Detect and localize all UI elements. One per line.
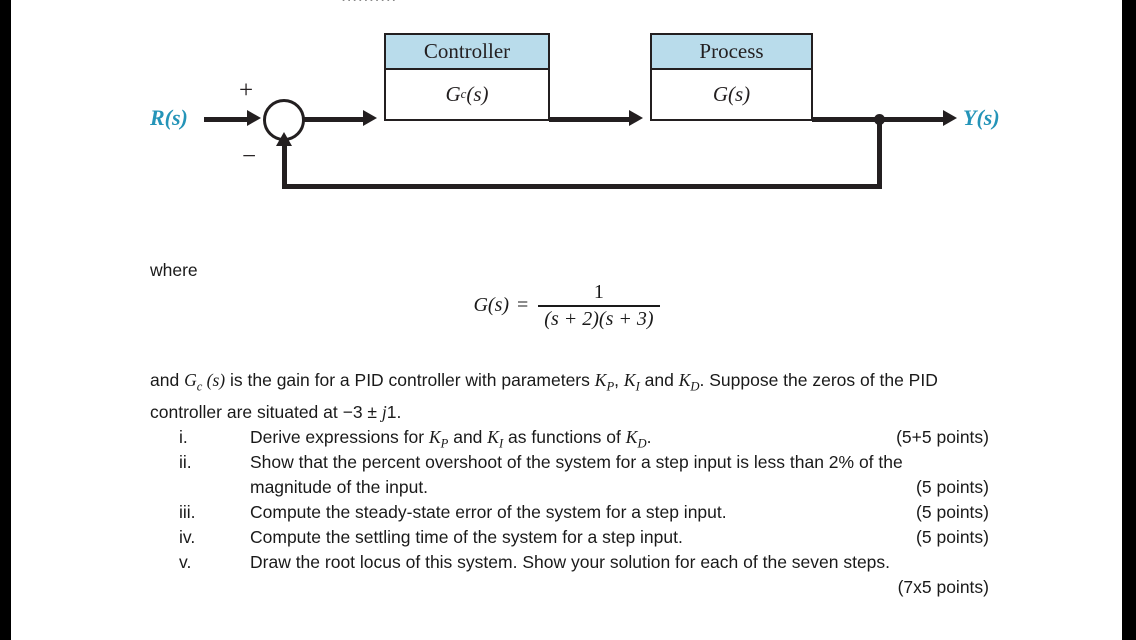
arrowhead-into-process bbox=[629, 110, 643, 126]
arrowhead-into-sum bbox=[247, 110, 261, 126]
list-item-text-wrapped: magnitude of the input. bbox=[250, 477, 429, 497]
question-list: i. Derive expressions for KP and KI as f… bbox=[179, 425, 989, 600]
list-item-points: (7x5 points) bbox=[897, 577, 989, 597]
para-gc-subscript: c bbox=[196, 379, 203, 394]
cropped-text-sliver: .......... bbox=[11, 0, 1122, 3]
q1-ki-subscript: I bbox=[498, 436, 504, 451]
para-kd-symbol: K bbox=[678, 370, 691, 390]
where-label: where bbox=[150, 260, 198, 280]
para-j-symbol: j bbox=[381, 401, 387, 422]
input-signal-label: R(s) bbox=[150, 105, 188, 130]
list-item: iv. Compute the settling time of the sys… bbox=[179, 525, 989, 550]
equation-numerator: 1 bbox=[593, 281, 604, 303]
equation-equals: = bbox=[517, 294, 529, 317]
q1-kd-symbol: K bbox=[625, 427, 638, 447]
list-item-text: Draw the root locus of this system. Show… bbox=[250, 552, 891, 572]
equation-fraction: 1 (s + 2)(s + 3) bbox=[538, 281, 660, 330]
output-signal-label: Y(s) bbox=[963, 105, 1000, 130]
process-g-arg: (s) bbox=[728, 81, 751, 106]
list-item: i. Derive expressions for KP and KI as f… bbox=[179, 425, 989, 451]
q1-mid: and bbox=[448, 427, 488, 447]
list-item-numeral: iii. bbox=[179, 502, 196, 522]
para-ki-subscript: I bbox=[635, 379, 640, 394]
q1-kp-symbol: K bbox=[428, 427, 441, 447]
arrowhead-into-sum-feedback bbox=[276, 132, 292, 146]
denominator-factor-1: (s + 2) bbox=[544, 307, 599, 330]
wire-controller-to-process bbox=[549, 117, 632, 122]
controller-block-header: Controller bbox=[386, 35, 548, 70]
wire-input-to-sum bbox=[204, 117, 252, 122]
list-item-text: Derive expressions for KP and KI as func… bbox=[250, 425, 651, 457]
controller-gc-symbol: G bbox=[445, 81, 461, 106]
para-gc-symbol: G bbox=[184, 370, 197, 390]
list-item-numeral: ii. bbox=[179, 452, 192, 472]
q1-kp-subscript: P bbox=[440, 436, 449, 451]
list-item-numeral: v. bbox=[179, 552, 192, 572]
fraction-bar bbox=[538, 305, 660, 307]
process-g-symbol: G bbox=[712, 81, 728, 106]
sum-plus-sign: + bbox=[239, 77, 254, 104]
sum-minus-sign: − bbox=[242, 143, 257, 170]
para-kp-subscript: P bbox=[606, 379, 615, 394]
list-item: ii. Show that the percent overshoot of t… bbox=[179, 450, 989, 475]
arrowhead-into-controller bbox=[363, 110, 377, 126]
list-item: v. Draw the root locus of this system. S… bbox=[179, 550, 989, 575]
pid-description-paragraph: and Gc (s) is the gain for a PID control… bbox=[150, 368, 1010, 425]
para-ki-symbol: K bbox=[623, 370, 636, 390]
para-part3: . Suppose the zeros of the PID controlle… bbox=[150, 370, 938, 422]
para-comma: , bbox=[614, 370, 624, 390]
para-kd-subscript: D bbox=[690, 379, 700, 394]
wire-feedback-bottom bbox=[282, 184, 882, 189]
para-kp: KP bbox=[594, 370, 614, 394]
process-transfer-function: G(s) bbox=[652, 70, 811, 118]
q1-kd-subscript: D bbox=[637, 436, 647, 451]
arrowhead-output bbox=[943, 110, 957, 126]
para-ki: KI bbox=[623, 370, 640, 394]
wire-feedback-down bbox=[877, 117, 882, 189]
list-item-numeral: i. bbox=[179, 427, 188, 447]
q1-pre: Derive expressions for bbox=[250, 427, 429, 447]
para-part1: and bbox=[150, 370, 185, 390]
equation-denominator: (s + 2)(s + 3) bbox=[538, 307, 659, 330]
para-part4: 1. bbox=[386, 401, 402, 422]
wire-feedback-up bbox=[282, 142, 287, 187]
controller-gc-subscript: c bbox=[460, 86, 467, 101]
denominator-factor-2: (s + 3) bbox=[598, 307, 654, 330]
list-item-continuation: (7x5 points) bbox=[179, 575, 989, 600]
list-item-text: Compute the steady-state error of the sy… bbox=[250, 502, 727, 522]
list-item-points: (5+5 points) bbox=[896, 427, 989, 447]
wire-sum-to-controller bbox=[304, 117, 366, 122]
cropped-text: .......... bbox=[341, 0, 397, 3]
list-item-points: (5 points) bbox=[916, 502, 989, 522]
list-item-points: (5 points) bbox=[916, 477, 989, 497]
q1-tail: . bbox=[646, 427, 652, 447]
q1-kd: KD bbox=[625, 427, 647, 451]
para-part2: is the gain for a PID controller with pa… bbox=[225, 370, 595, 390]
list-item-text: Show that the percent overshoot of the s… bbox=[250, 452, 903, 472]
process-block: Process G(s) bbox=[650, 33, 813, 121]
list-item: iii. Compute the steady-state error of t… bbox=[179, 500, 989, 525]
equation-lhs: G(s) bbox=[473, 294, 510, 317]
q1-ki: KI bbox=[487, 427, 503, 451]
q1-ki-symbol: K bbox=[487, 427, 499, 447]
para-gc-arg: (s) bbox=[202, 370, 226, 390]
list-item-continuation: magnitude of the input. (5 points) bbox=[179, 475, 989, 500]
controller-gc-arg: (s) bbox=[466, 81, 489, 106]
transfer-function-equation: G(s) = 1 (s + 2)(s + 3) bbox=[11, 282, 1122, 330]
para-and: and bbox=[639, 370, 679, 390]
document-page: .......... R(s) + − Controller Gc(s) Pro… bbox=[11, 0, 1122, 640]
list-item-points: (5 points) bbox=[916, 527, 989, 547]
q1-kp: KP bbox=[428, 427, 448, 451]
list-item-numeral: iv. bbox=[179, 527, 196, 547]
process-block-header: Process bbox=[652, 35, 811, 70]
para-kp-symbol: K bbox=[594, 370, 607, 390]
para-kd: KD bbox=[678, 370, 700, 394]
list-item-text: Compute the settling time of the system … bbox=[250, 527, 683, 547]
para-gc: Gc (s) bbox=[184, 370, 226, 394]
q1-post: as functions of bbox=[503, 427, 626, 447]
